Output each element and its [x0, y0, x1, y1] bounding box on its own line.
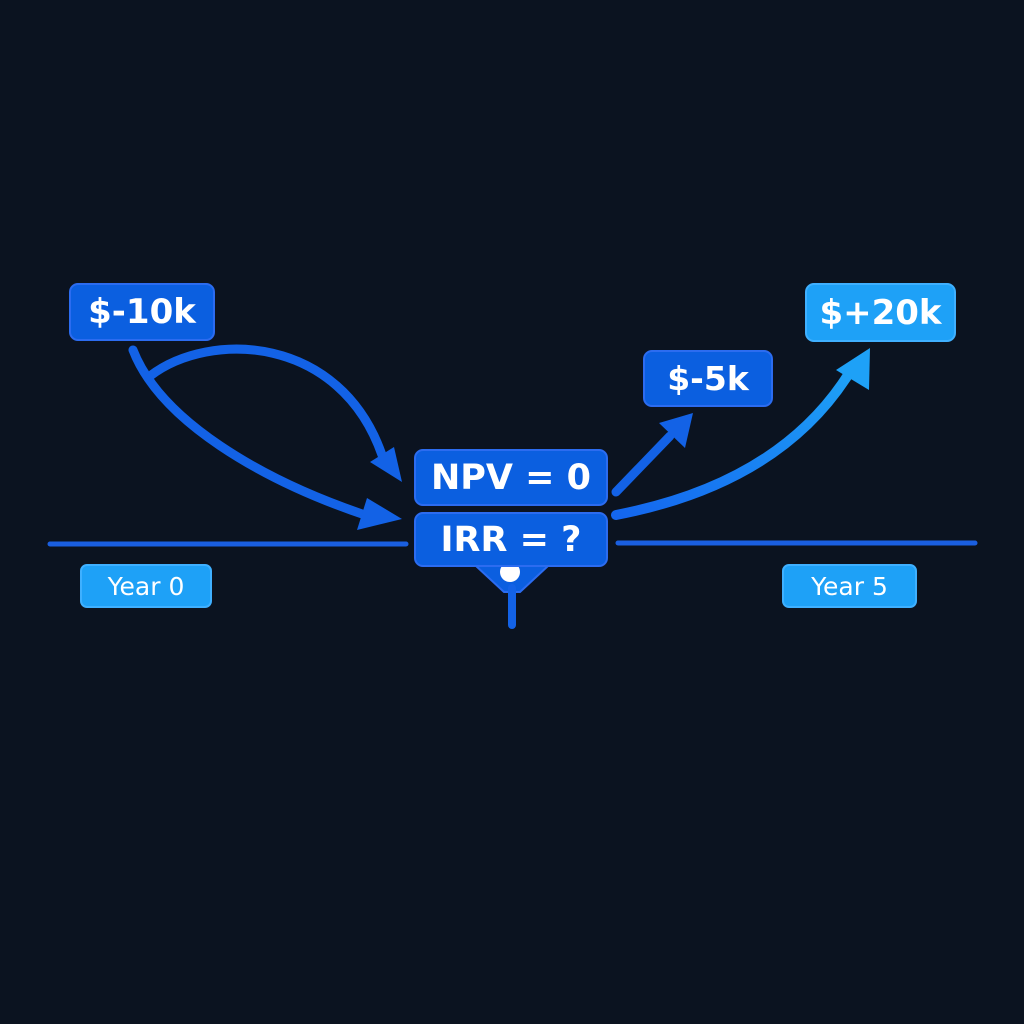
cash-flow-middle-label: $-5k	[643, 350, 773, 407]
irr-equation-box: IRR = ?	[414, 512, 608, 567]
arrow-initial-to-irr	[128, 345, 373, 521]
arrowhead-irr-to-final	[836, 348, 870, 390]
arrow-irr-to-final	[611, 370, 853, 520]
cash-flow-final-label: $+20k	[805, 283, 956, 342]
npv-equation-box: NPV = 0	[414, 449, 608, 506]
cash-flow-initial-label: $-10k	[69, 283, 215, 341]
arrow-initial-to-npv	[145, 344, 387, 460]
irr-pointer-dot	[500, 562, 520, 582]
arrowhead-initial-to-irr	[357, 498, 402, 530]
timeline-end-label: Year 5	[782, 564, 917, 608]
timeline-start-label: Year 0	[80, 564, 212, 608]
arrowhead-initial-to-npv	[370, 447, 402, 482]
arrowhead-npv-to-middle	[659, 413, 693, 448]
arrow-npv-to-middle	[611, 431, 675, 497]
